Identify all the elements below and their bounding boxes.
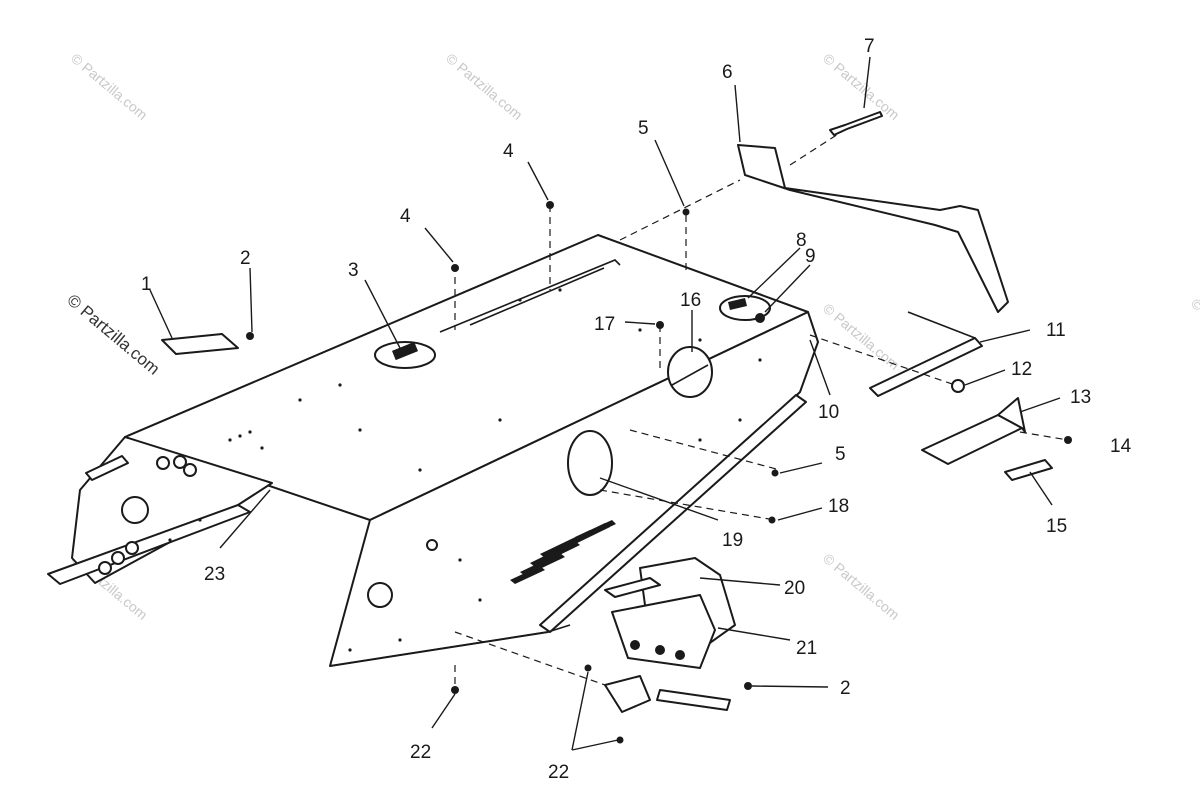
side-hole <box>98 561 112 575</box>
side-hole <box>426 539 438 551</box>
callout-9: 9 <box>805 246 816 267</box>
screw-14 <box>1064 436 1072 444</box>
nut-9 <box>755 313 765 323</box>
part-12-nut <box>951 379 965 393</box>
rivet-5 <box>682 208 690 216</box>
side-hole <box>173 455 187 469</box>
rivet-18 <box>768 516 776 524</box>
callout-4: 4 <box>503 141 514 162</box>
top-center-step <box>439 259 621 333</box>
callout-13: 13 <box>1070 387 1091 408</box>
tube-left <box>85 455 129 481</box>
callout-1: 1 <box>141 274 152 295</box>
callout-3: 3 <box>348 260 359 281</box>
callout-14: 14 <box>1110 436 1132 457</box>
rivet-4 <box>451 264 459 272</box>
part-13-block <box>921 414 1023 465</box>
callout-21: 21 <box>796 638 817 659</box>
bracket-3 <box>392 341 418 361</box>
part-22-bracket <box>604 675 651 713</box>
callout-2b: 2 <box>840 678 851 699</box>
rivet-5b <box>771 469 779 477</box>
side-hole <box>125 541 139 555</box>
watermark: © Partzilla.com <box>820 550 903 623</box>
leader-lines <box>149 56 1061 751</box>
callout-labels: 1 2 3 4 4 5 6 7 8 9 10 11 12 13 14 15 16… <box>141 36 1132 783</box>
nut-2b <box>744 682 752 690</box>
callout-22: 22 <box>410 742 431 763</box>
rivet-4 <box>546 201 554 209</box>
callout-16: 16 <box>680 290 701 311</box>
watermark: © Partzilla.com <box>68 50 151 123</box>
side-hole <box>156 456 170 470</box>
fasteners <box>246 111 1072 744</box>
callout-5: 5 <box>638 118 649 139</box>
watermark: © Partzilla.com <box>443 50 526 123</box>
side-hole <box>111 551 125 565</box>
callout-11: 11 <box>1046 320 1066 341</box>
side-hole <box>367 582 393 608</box>
callout-20: 20 <box>784 578 805 599</box>
vent-pattern <box>510 520 616 584</box>
part-11-bar <box>869 337 983 397</box>
watermark: © Partzilla.com <box>820 50 903 123</box>
callout-5b: 5 <box>835 444 846 465</box>
callout-12: 12 <box>1011 359 1032 380</box>
callout-17: 17 <box>594 314 615 335</box>
rivet-2 <box>246 332 254 340</box>
side-rail-tube <box>539 394 807 633</box>
part-20-21-bracket <box>604 557 736 669</box>
rear-bracket-6 <box>737 144 1009 313</box>
callout-23: 23 <box>204 564 225 585</box>
callout-7: 7 <box>864 36 875 57</box>
rivet-22c <box>616 736 624 744</box>
callout-8: 8 <box>796 230 807 251</box>
bolt-7 <box>829 111 883 136</box>
rivet-22 <box>451 686 459 694</box>
callout-18: 18 <box>828 496 849 517</box>
watermark: © Partzilla.com <box>1188 295 1200 368</box>
callout-2: 2 <box>240 248 251 269</box>
callout-4: 4 <box>400 206 411 227</box>
rivet-22b <box>584 664 592 672</box>
callout-19: 19 <box>722 530 743 551</box>
bolt-8 <box>728 298 747 310</box>
assembly-lines <box>454 119 1069 690</box>
side-hole <box>183 463 197 477</box>
callout-15: 15 <box>1046 516 1067 537</box>
watermark-main: © Partzilla.com <box>63 291 163 379</box>
side-hole <box>121 496 149 524</box>
tunnel-chassis <box>47 234 819 667</box>
bottom-edge <box>329 624 571 667</box>
part-1-plate <box>161 333 239 355</box>
callout-6: 6 <box>722 62 733 83</box>
cutout-16 <box>667 346 713 398</box>
part-15-decal <box>1004 459 1053 481</box>
cutout-19 <box>567 430 613 496</box>
callout-10: 10 <box>818 402 839 423</box>
watermark: © Partzilla.com <box>820 300 903 373</box>
rivet-dots <box>168 288 762 652</box>
tunnel-foot <box>47 504 251 585</box>
rivet-17 <box>656 321 664 329</box>
callout-22b: 22 <box>548 762 569 783</box>
